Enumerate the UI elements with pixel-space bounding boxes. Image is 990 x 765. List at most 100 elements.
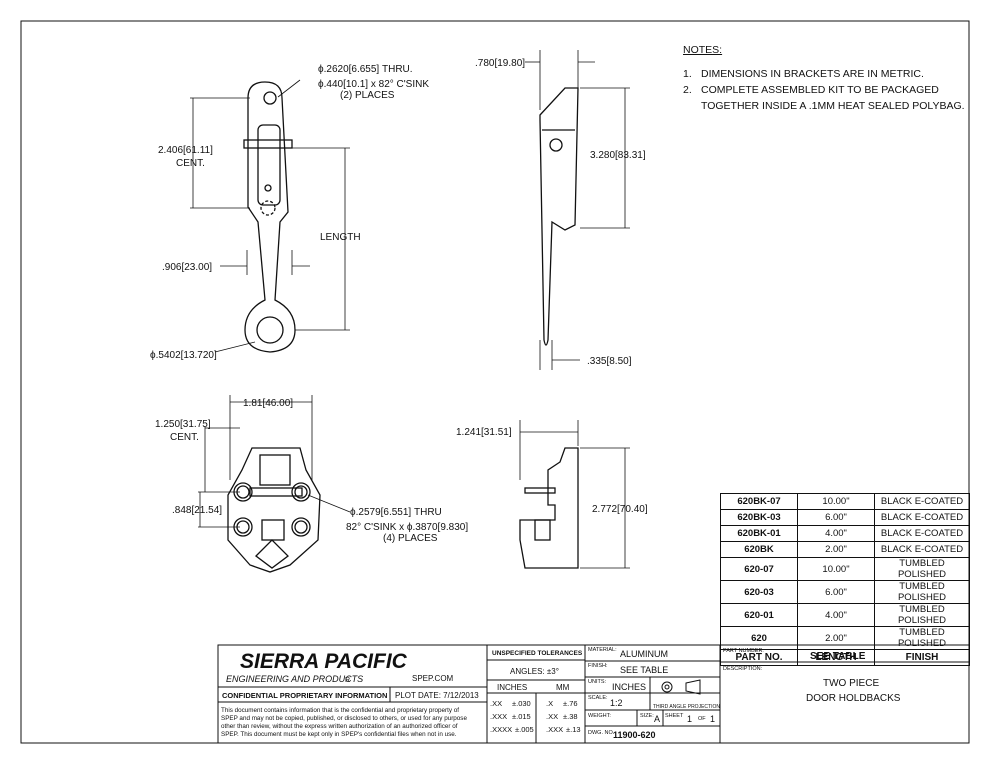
sheet-label: SHEET bbox=[665, 713, 684, 719]
header-finish-cell: FINISH bbox=[874, 649, 970, 666]
dimension-labels: ϕ.2620[6.655] THRU. ϕ.440[10.1] x 82° C'… bbox=[150, 58, 648, 544]
note-number bbox=[683, 98, 701, 114]
finish-cell: BLACK E-COATED bbox=[874, 541, 970, 558]
notes-block: NOTES: 1. DIMENSIONS IN BRACKETS ARE IN … bbox=[683, 42, 965, 114]
title-block-text: SIERRA PACIFIC ENGINEERING AND PRODUCTS … bbox=[221, 647, 901, 740]
dim-cent-label: CENT. bbox=[176, 158, 205, 169]
tol-title: UNSPECIFIED TOLERANCES bbox=[492, 650, 583, 657]
header-length-cell: LENGTH bbox=[797, 649, 875, 666]
finish-cell: BLACK E-COATED bbox=[874, 493, 970, 510]
note-number: 1. bbox=[683, 68, 692, 80]
dim-csink: ϕ.440[10.1] x 82° C'SINK bbox=[318, 79, 429, 90]
part-number-cell: 620-03 bbox=[720, 580, 798, 604]
material-value: ALUMINUM bbox=[620, 649, 668, 659]
sheets-value: 1 bbox=[710, 714, 715, 724]
company-sub: ENGINEERING AND PRODUCTS bbox=[226, 674, 363, 684]
finish-cell: TUMBLED POLISHED bbox=[874, 603, 970, 627]
catch-front-dimensions bbox=[198, 395, 351, 528]
of-label: OF bbox=[698, 716, 706, 722]
tol-in-val-3: ±.005 bbox=[515, 725, 534, 734]
dim-hole-dia: ϕ.2620[6.655] THRU. bbox=[318, 64, 413, 75]
note-text: COMPLETE ASSEMBLED KIT TO BE PACKAGED bbox=[701, 84, 939, 96]
dim-hole4: ϕ.2579[6.551] THRU bbox=[350, 507, 442, 518]
length-cell: 6.00" bbox=[797, 580, 875, 604]
confidential-line-2: SPEP and may not be copied, published, o… bbox=[221, 715, 467, 722]
material-label: MATERIAL: bbox=[588, 647, 617, 653]
dim-1241: 1.241[31.51] bbox=[456, 427, 512, 438]
tol-mm-1: .X bbox=[546, 699, 553, 708]
holdback-side-view bbox=[539, 87, 579, 346]
plot-date: PLOT DATE: 7/12/2013 bbox=[395, 691, 479, 700]
finish-cell: TUMBLED POLISHED bbox=[874, 580, 970, 604]
tol-in-2: .XXX bbox=[490, 712, 507, 721]
length-cell: 10.00" bbox=[797, 557, 875, 581]
side-view-dimensions bbox=[525, 50, 630, 370]
dwg-label: DWG. NO. bbox=[588, 730, 615, 736]
finish-cell: BLACK E-COATED bbox=[874, 525, 970, 542]
part-number-cell: 620 bbox=[720, 626, 798, 650]
dim-780: .780[19.80] bbox=[475, 58, 525, 69]
note-text: DIMENSIONS IN BRACKETS ARE IN METRIC. bbox=[701, 68, 924, 80]
tol-inches: INCHES bbox=[497, 683, 527, 692]
weight-label: WEIGHT: bbox=[588, 713, 611, 719]
length-cell: 4.00" bbox=[797, 603, 875, 627]
length-cell: 6.00" bbox=[797, 509, 875, 526]
size-value: A bbox=[654, 714, 660, 724]
desc-label: DESCRIPTION: bbox=[723, 666, 763, 672]
company-name: SIERRA PACIFIC bbox=[240, 650, 408, 673]
part-number-cell: 620-01 bbox=[720, 603, 798, 627]
dim-eye-dia: ϕ.5402[13.720] bbox=[150, 350, 217, 361]
dim-335: .335[8.50] bbox=[587, 356, 632, 367]
dim-csink4: 82° C'SINK x ϕ.3870[9.830] bbox=[346, 522, 468, 533]
length-cell: 10.00" bbox=[797, 493, 875, 510]
dim-2772: 2.772[70.40] bbox=[592, 504, 648, 515]
tol-in-3: .XXXX bbox=[490, 725, 512, 734]
holdback-front-view bbox=[243, 81, 296, 353]
catch-side-view bbox=[519, 447, 579, 569]
desc-line-1: TWO PIECE bbox=[823, 678, 879, 689]
dim-places4: (4) PLACES bbox=[383, 533, 438, 544]
size-label: SIZE: bbox=[640, 713, 654, 719]
dim-places2: (2) PLACES bbox=[340, 90, 395, 101]
tol-in-val-1: ±.030 bbox=[512, 699, 531, 708]
note-item: TOGETHER INSIDE A .1MM HEAT SEALED POLYB… bbox=[683, 98, 965, 114]
notes-heading: NOTES: bbox=[683, 44, 723, 56]
tol-mm-3: .XXX bbox=[546, 725, 563, 734]
catch-front-view bbox=[227, 447, 321, 573]
dim-3280: 3.280[83.31] bbox=[590, 150, 646, 161]
tol-mm-2: .XX bbox=[546, 712, 558, 721]
tol-in-1: .XX bbox=[490, 699, 502, 708]
dim-length: LENGTH bbox=[320, 232, 361, 243]
finish-cell: TUMBLED POLISHED bbox=[874, 626, 970, 650]
tol-in-val-2: ±.015 bbox=[512, 712, 531, 721]
part-number-cell: 620BK-03 bbox=[720, 509, 798, 526]
registered-mark: R bbox=[345, 677, 350, 684]
front-view-dimensions bbox=[190, 79, 350, 353]
sheet-value: 1 bbox=[687, 714, 692, 724]
dim-cent-2406: 2.406[61.11] bbox=[158, 145, 213, 156]
dwg-value: 11900-620 bbox=[613, 730, 656, 740]
finish-value: SEE TABLE bbox=[620, 665, 668, 675]
tol-mm: MM bbox=[556, 683, 570, 692]
finish-label: FINISH: bbox=[588, 663, 608, 669]
dim-181: 1.81[46.00] bbox=[243, 398, 293, 409]
confidential-title: CONFIDENTIAL PROPRIETARY INFORMATION bbox=[222, 691, 387, 700]
note-item: 1. DIMENSIONS IN BRACKETS ARE IN METRIC. bbox=[683, 66, 965, 82]
finish-cell: TUMBLED POLISHED bbox=[874, 557, 970, 581]
tol-angles: ANGLES: ±3° bbox=[510, 667, 559, 676]
website: SPEP.COM bbox=[412, 674, 454, 683]
part-number-cell: 620BK-07 bbox=[720, 493, 798, 510]
dim-1250: 1.250[31.75] bbox=[155, 419, 211, 430]
finish-cell: BLACK E-COATED bbox=[874, 509, 970, 526]
confidential-line-1: This document contains information that … bbox=[221, 707, 459, 714]
length-cell: 2.00" bbox=[797, 541, 875, 558]
